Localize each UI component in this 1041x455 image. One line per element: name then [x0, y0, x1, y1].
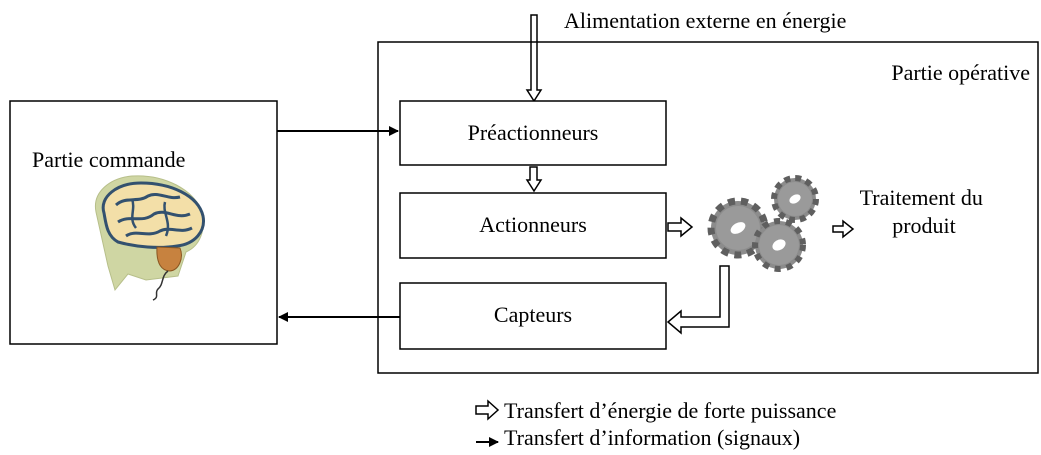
energy-supply-arrow: [525, 14, 543, 103]
operative-part-frame: [377, 41, 1039, 374]
sensors-label: Capteurs: [494, 302, 572, 327]
actuators-label: Actionneurs: [479, 212, 587, 237]
legend-energy-arrow-icon: [475, 399, 500, 421]
product-processing-line-1: Traitement du: [860, 185, 983, 210]
operative-part-label: Partie opérative: [891, 60, 1030, 85]
preactuators-box: [399, 100, 667, 166]
actuators-box: [399, 192, 667, 259]
control-part-label: Partie commande: [32, 147, 185, 172]
preactuators-label: Préactionneurs: [468, 120, 599, 145]
preactuator-to-actuator-arrow: [525, 166, 543, 193]
product-processing-line-2: produit: [892, 213, 956, 238]
legend-information-label: Transfert d’information (signaux): [504, 425, 800, 450]
gears-to-product-arrow: [832, 219, 855, 239]
actuator-to-gears-arrow: [667, 216, 694, 238]
energy-supply-label: Alimentation externe en énergie: [564, 8, 846, 33]
gears-icon: [707, 175, 819, 272]
brain-head-icon: [94, 175, 205, 301]
sensors-box: [399, 282, 667, 350]
gears-to-sensors-arrow: [666, 265, 730, 335]
legend-energy-label: Transfert d’énergie de forte puissance: [504, 398, 836, 423]
control-part-box: [9, 100, 278, 345]
legend: Transfert d’énergie de forte puissance T…: [475, 398, 836, 450]
product-processing-label: Traitement du produit: [860, 185, 989, 238]
